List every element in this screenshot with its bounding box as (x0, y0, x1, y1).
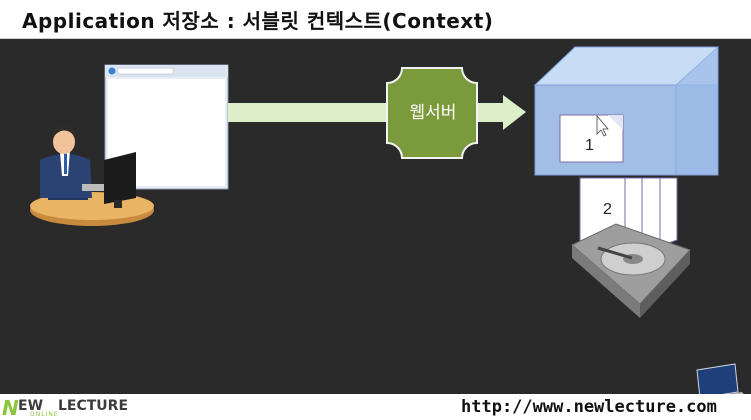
hard-disk-icon (571, 223, 691, 318)
request-arrow (228, 95, 526, 130)
user-avatar-icon (30, 125, 154, 226)
newlecture-logo-ew: EW (18, 398, 44, 414)
newlecture-logo-n: N (2, 396, 19, 420)
page-2-label: 2 (603, 201, 612, 218)
newlecture-logo-lecture: LECTURE (58, 398, 129, 414)
mouse-cursor-icon (596, 114, 609, 137)
footer-url[interactable]: http://www.newlecture.com (461, 397, 717, 417)
newlecture-logo-online: ONLINE (30, 411, 59, 418)
footer-bar: N EW LECTURE ONLINE http://www.newlectur… (0, 394, 751, 420)
web-server-box (386, 67, 478, 159)
page-1-label: 1 (585, 137, 594, 154)
slide-title: Application 저장소 : 서블릿 컨텍스트(Context) (22, 9, 494, 33)
slide-title-bar: Application 저장소 : 서블릿 컨텍스트(Context) (0, 0, 751, 39)
web-server-label: 웹서버 (409, 103, 457, 123)
browser-back-icon (108, 67, 116, 75)
servlet-context-cube (533, 45, 719, 176)
